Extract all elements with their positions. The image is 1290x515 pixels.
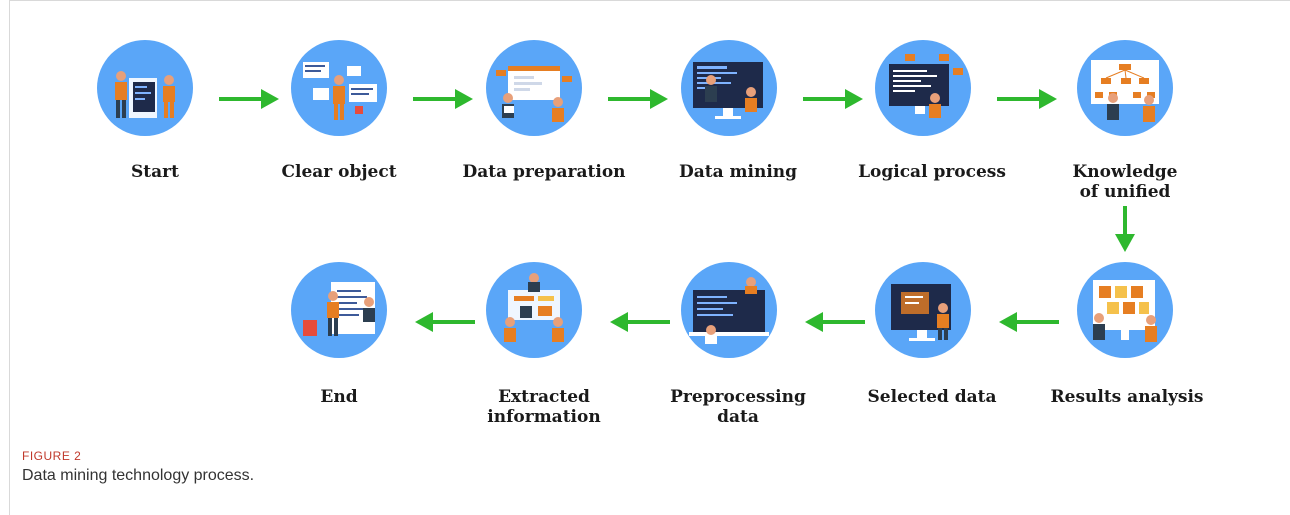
people-with-laptop-icon xyxy=(689,277,769,344)
people-with-document-icon xyxy=(303,282,375,336)
step-preprocessing-data-circle xyxy=(681,262,777,358)
step-label-data-preparation: Data preparation xyxy=(462,162,626,182)
step-selected-data-circle xyxy=(875,262,971,358)
arrow-left-1 xyxy=(999,312,1059,332)
team-with-tree-chart-icon xyxy=(1091,60,1159,122)
arrow-right-1 xyxy=(219,89,279,109)
team-building-icon xyxy=(504,273,564,342)
figure-label: FIGURE 2 xyxy=(22,449,82,463)
arrow-right-4 xyxy=(803,89,863,109)
step-data-mining-circle xyxy=(681,40,777,136)
arrow-right-3 xyxy=(608,89,668,109)
arrow-left-4 xyxy=(415,312,475,332)
step-label-end: End xyxy=(320,387,358,407)
step-end-circle xyxy=(291,262,387,358)
step-logical-process-circle xyxy=(875,40,971,136)
arrow-left-3 xyxy=(610,312,670,332)
people-at-monitor-icon xyxy=(693,62,763,119)
step-label-knowledge-of-unified: Knowledge of unified xyxy=(1072,162,1178,202)
step-results-analysis-circle xyxy=(1077,262,1173,358)
step-extracted-information-circle xyxy=(486,262,582,358)
top-border xyxy=(9,0,1290,1)
person-with-documents-icon xyxy=(303,62,377,120)
arrow-right-2 xyxy=(413,89,473,109)
step-label-results-analysis: Results analysis xyxy=(1050,387,1204,407)
step-label-selected-data: Selected data xyxy=(867,387,997,407)
person-at-laptop-icon xyxy=(115,71,175,118)
figure-caption: Data mining technology process. xyxy=(22,467,255,484)
person-coding-monitor-icon xyxy=(889,54,963,118)
people-with-board-icon xyxy=(1093,280,1157,342)
arrow-left-2 xyxy=(805,312,865,332)
step-data-preparation-circle xyxy=(486,40,582,136)
step-label-start: Start xyxy=(131,162,179,182)
step-label-logical-process: Logical process xyxy=(858,162,1006,182)
step-clear-object-circle xyxy=(291,40,387,136)
step-label-clear-object: Clear object xyxy=(281,162,397,182)
step-label-data-mining: Data mining xyxy=(678,162,798,182)
step-start-circle xyxy=(97,40,193,136)
arrow-down xyxy=(1115,206,1135,252)
step-label-extracted-information: Extracted information xyxy=(487,387,601,427)
left-border xyxy=(9,0,10,515)
person-at-screen-icon xyxy=(891,284,951,341)
step-knowledge-circle xyxy=(1077,40,1173,136)
arrow-right-5 xyxy=(997,89,1057,109)
step-label-preprocessing-data: Preprocessing data xyxy=(670,387,806,427)
people-with-browser-icon xyxy=(496,66,572,122)
